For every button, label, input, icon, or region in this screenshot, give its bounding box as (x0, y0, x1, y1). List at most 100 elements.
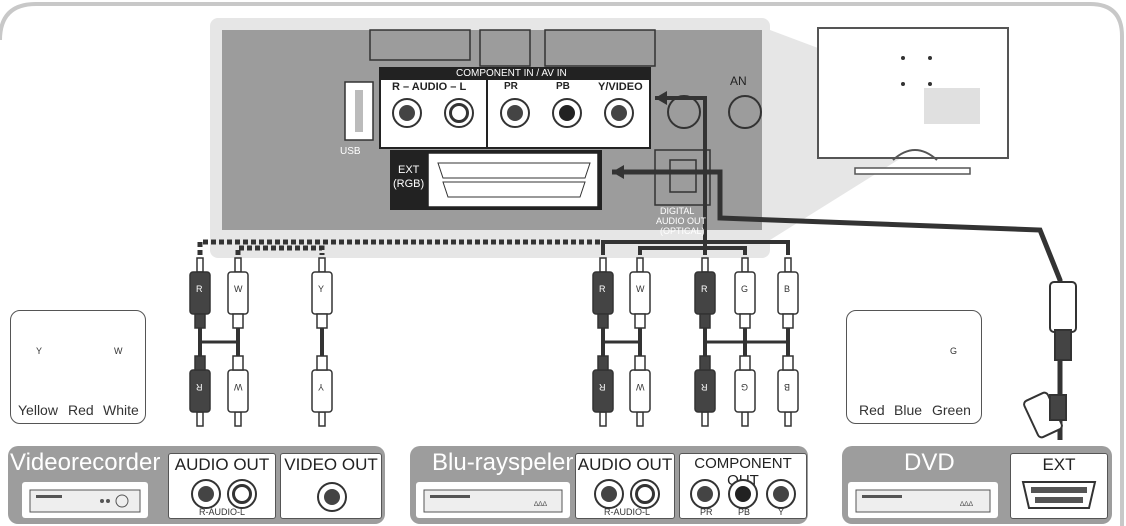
bluray-y-jack (766, 479, 796, 509)
ext-rgb-label: (RGB) (393, 178, 425, 190)
vcr-audio-l-plug-top-letter: W (234, 284, 243, 294)
bluray-pr-label: PR (700, 507, 713, 517)
pc-port (544, 29, 656, 67)
videorecorder-cable (197, 239, 600, 255)
legend-yellow: Yellow (18, 402, 58, 418)
bluray-y-plug-bottom-letter: B (784, 382, 791, 392)
vcr-video-out-box: VIDEO OUT (280, 453, 382, 519)
vcr-audio-r-plug-top (189, 257, 211, 329)
audio-l-jack (444, 98, 474, 128)
optical-port (654, 149, 711, 206)
bluray-audio-r-plug-top-letter: R (599, 284, 606, 294)
vcr-audio-out-box: AUDIO OUT R-AUDIO-L (168, 453, 276, 519)
bluray-audio-l-plug-top-letter: W (636, 284, 645, 294)
vcr-video-jack (317, 482, 347, 512)
pb-label: PB (556, 81, 570, 92)
svg-text:∆∆∆: ∆∆∆ (960, 501, 974, 508)
vcr-video-plug-top (311, 257, 333, 329)
dvd-ext-box: EXT (1010, 453, 1108, 519)
legend-green: Green (932, 402, 971, 418)
dvd-title: DVD (904, 449, 955, 476)
vcr-video-plug-bottom-letter: Y (318, 382, 325, 392)
bluray-device: ∆∆∆ (416, 482, 570, 518)
digital-label: DIGITAL (660, 206, 695, 216)
legend-left-plug-1-letter: R (76, 346, 83, 356)
pr-label: PR (504, 81, 518, 92)
bluray-title: Blu-rayspeler (432, 449, 574, 476)
video-jack (604, 98, 634, 128)
audio-label: R – AUDIO – L (392, 81, 467, 93)
bluray-pb-plug-bottom-letter: G (741, 382, 749, 392)
tv-highlight (924, 88, 980, 124)
vcr-audio-l-plug-bottom (227, 355, 249, 427)
vcr-audio-r-plug-bottom-letter: R (196, 382, 203, 392)
bluray-component-out-box: COMPONENT OUT PR PB Y (679, 453, 807, 519)
audio-r-jack (392, 98, 422, 128)
an-label: AN (730, 74, 747, 88)
legend-left (10, 310, 146, 424)
legend-red: Red (68, 402, 94, 418)
port-top-2 (479, 29, 531, 67)
bluray-pb-jack (728, 479, 758, 509)
bluray-pr-plug-bottom-letter: R (701, 382, 708, 392)
bluray-y-plug-top (777, 257, 799, 329)
legend-white: White (103, 402, 139, 418)
svg-text:∆∆∆: ∆∆∆ (534, 501, 548, 508)
dvd-device: ∆∆∆ (848, 482, 998, 518)
vcr-audio-l-jack (227, 479, 257, 509)
bluray-audio-l-plug-bottom-letter: W (636, 382, 645, 392)
pr-jack (500, 98, 530, 128)
bluray-y-label: Y (778, 507, 785, 517)
bluray-audio-l-plug-bottom (629, 355, 651, 427)
bluray-pr-plug-top (694, 257, 716, 329)
scart-port (427, 152, 599, 208)
usb-label: USB (340, 146, 361, 157)
vcr-video-out-title: VIDEO OUT (284, 455, 378, 474)
pb-jack (552, 98, 582, 128)
dvd-scart-icon (1021, 481, 1097, 509)
bluray-pb-label: PB (738, 507, 751, 517)
bluray-audio-r-jack (594, 479, 624, 509)
bluray-audio-l-plug-top (629, 257, 651, 329)
vcr-video-plug-bottom (311, 355, 333, 427)
bluray-pb-plug-top-letter: G (741, 284, 749, 294)
ext-label: EXT (398, 164, 420, 176)
bluray-audio-sub: R-AUDIO-L (604, 507, 651, 517)
optical-label: (OPTICAL) (660, 226, 705, 236)
vcr-audio-l-plug-bottom-letter: W (234, 382, 243, 392)
vcr-audio-sub: R-AUDIO-L (199, 507, 246, 517)
bluray-y-plug-top-letter: B (784, 284, 791, 294)
hdmi-port (369, 29, 471, 61)
vcr-audio-l-plug-top (227, 257, 249, 329)
bluray-pb-plug-top (734, 257, 756, 329)
vcr-audio-r-plug-bottom (189, 355, 211, 427)
bluray-pb-plug-bottom (734, 355, 756, 427)
dvd-ext-title: EXT (1042, 455, 1076, 474)
video-cable (655, 96, 707, 240)
legend-right-plug-0-letter: R (868, 346, 875, 356)
bluray-audio-l-jack (630, 479, 660, 509)
legend-right-plug-1-letter: B (908, 346, 915, 356)
bluray-audio-out-box: AUDIO OUT R-AUDIO-L (575, 453, 675, 519)
bluray-y-plug-bottom (777, 355, 799, 427)
legend-left-plug-0-letter: Y (36, 346, 43, 356)
component-label: COMPONENT IN / AV IN (456, 68, 567, 79)
bluray-pr-plug-top-letter: R (701, 284, 708, 294)
digital-audio-label: AUDIO OUT (656, 216, 707, 226)
scart-plugs (1023, 281, 1077, 439)
bluray-audio-out-title: AUDIO OUT (577, 455, 673, 474)
legend-left-plug-2-letter: W (114, 346, 123, 356)
videorecorder-device (22, 482, 148, 518)
bluray-audio-r-plug-bottom-letter: R (599, 382, 606, 392)
video-label: Y/VIDEO (598, 81, 643, 93)
legend-red-2: Red (859, 402, 885, 418)
videorecorder-title: Videorecorder (10, 449, 161, 476)
legend-right-plug-2-letter: G (950, 346, 958, 356)
tv-stand (854, 167, 971, 175)
legend-right (846, 310, 982, 424)
vcr-video-plug-top-letter: Y (318, 284, 325, 294)
vcr-audio-out-title: AUDIO OUT (174, 455, 270, 474)
